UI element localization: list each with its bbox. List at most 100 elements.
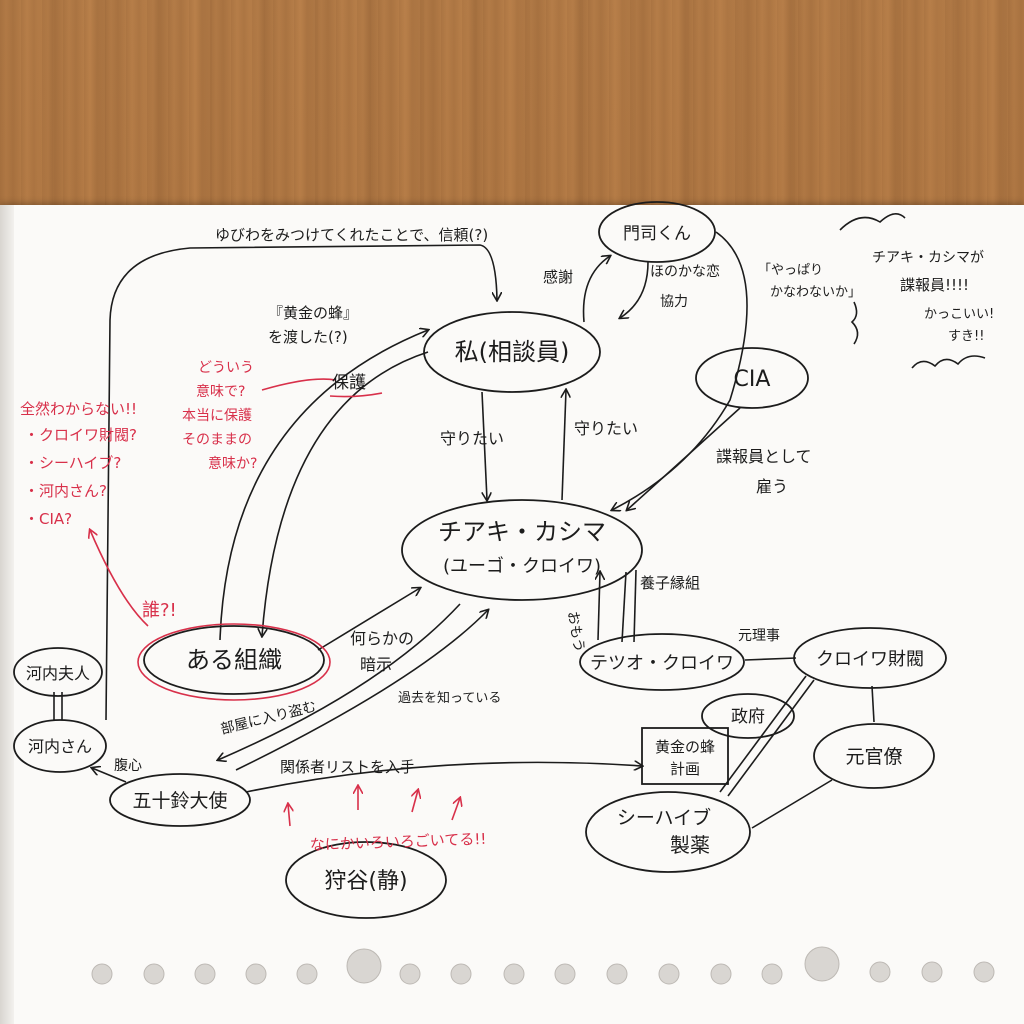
edge-hogo-note [261, 378, 337, 391]
node-aru-soshiki-red-ring [137, 623, 331, 701]
edge-zaibatsu-seahive-1 [719, 675, 807, 793]
binder-hole [503, 963, 525, 985]
binder-hole [194, 963, 216, 985]
red-hogo-note-2: 意味で? [196, 383, 245, 400]
edge-tetsuo-to-chiaki-3 [633, 569, 637, 643]
edge-watashi-to-monji [582, 256, 610, 323]
binder-hole [91, 963, 113, 985]
binder-hole [921, 961, 943, 983]
label-cia-1: 諜報員として [716, 447, 812, 466]
edge-kanryo-seahive [751, 779, 833, 829]
label-cia: CIA [734, 367, 771, 392]
label-gave-1: 『黄金の蜂』 [268, 304, 358, 322]
node-karitani [285, 841, 447, 919]
binder-hole [710, 963, 732, 985]
label-omoto: おもう [564, 610, 587, 654]
nodes-layer [13, 201, 947, 919]
node-tetsuo [579, 633, 745, 691]
edge-watashi-to-chiaki [481, 391, 487, 500]
label-monji: 門司くん [623, 224, 691, 244]
binder-hole-large [346, 948, 382, 984]
label-honoka-1: ほのかな恋 [650, 263, 720, 280]
label-honoka-2: 協力 [660, 294, 688, 310]
label-aru-soshiki: ある組織 [186, 646, 282, 674]
label-yappari-1: 「やっぱり [758, 263, 823, 278]
red-question-4: ・河内さん? [24, 482, 107, 500]
bracket-mark [850, 301, 859, 345]
red-hogo-note-4: そのままの [182, 432, 252, 448]
binder-holes [91, 946, 995, 985]
label-chiaki-1: チアキ・カシマ [438, 518, 606, 546]
label-tetsuo: テツオ・クロイワ [590, 653, 734, 674]
node-seifu [701, 693, 795, 739]
edge-isuzu-to-keikaku [245, 762, 642, 793]
red-question-2: ・クロイワ財閥? [24, 426, 137, 444]
edge-zaibatsu-kanryo [871, 685, 875, 723]
red-question-3: ・シーハイブ? [24, 454, 121, 472]
swirl-bottom [911, 355, 986, 369]
binder-hole-large [804, 946, 840, 982]
edge-aru-to-watashi-gave [219, 330, 428, 641]
edge-isuzu-to-chiaki [235, 610, 488, 771]
binder-hole [869, 961, 891, 983]
notebook-page [0, 205, 1024, 1024]
label-seifu: 政府 [731, 707, 765, 727]
label-moto-kanryo: 元官僚 [845, 746, 902, 768]
label-kankei: 関係者リストを入手 [280, 758, 415, 776]
edge-tetsuo-zaibatsu [744, 657, 797, 661]
label-kawachi-san: 河内さん [28, 737, 92, 756]
label-seahive-2: 製薬 [670, 833, 710, 857]
note-top-right-3: かっこいい! [924, 307, 994, 322]
edge-zaibatsu-seahive-2 [727, 679, 815, 797]
node-kawachi-fujin [13, 647, 103, 697]
label-watashi: 私(相談員) [455, 338, 570, 366]
label-kako: 過去を知っている [398, 690, 501, 706]
edge-dare-to-questions [90, 530, 149, 627]
binder-hole [450, 963, 472, 985]
node-chiaki [401, 499, 643, 601]
red-question-5: ・CIA? [24, 510, 72, 528]
swirl-top [839, 213, 906, 231]
label-mamoritai-right: 守りたい [574, 419, 638, 438]
binder-hole [761, 963, 783, 985]
red-hogo-note-5: 意味か? [208, 455, 257, 472]
binder-hole [399, 963, 421, 985]
binder-hole [973, 961, 995, 983]
label-cia-2: 雇う [756, 477, 788, 496]
page-edge [0, 205, 14, 1024]
label-mamoritai-left: 守りたい [440, 429, 504, 448]
binder-hole [245, 963, 267, 985]
red-arrow-3 [412, 790, 418, 813]
label-ouji-keikaku-2: 計画 [670, 760, 700, 778]
label-fukushin: 腹心 [114, 757, 142, 774]
edges-layer [53, 213, 986, 829]
node-isuzu [109, 773, 251, 827]
binder-hole [606, 963, 628, 985]
note-top-right-4: すき!! [948, 329, 984, 344]
binder-hole [143, 963, 165, 985]
node-watashi [423, 311, 601, 393]
label-moto-rijicho: 元理事 [738, 628, 780, 644]
node-labels: 私(相談員) 門司くん CIA チアキ・カシマ (ユーゴ・クロイワ) ある組織 … [26, 224, 924, 894]
node-monji [598, 201, 716, 263]
note-top-right-2: 諜報員!!!! [900, 276, 969, 294]
red-arrow-4 [451, 798, 460, 821]
edge-aru-to-chiaki [317, 588, 420, 651]
label-yappari-2: かなわないか」 [770, 285, 861, 300]
label-seahive-1: シーハイブ [617, 806, 711, 829]
edge-labels: ゆびわをみつけてくれたことで、信頼(?) 『黄金の蜂』 を渡した(?) 保護 感… [114, 226, 861, 776]
edge-tetsuo-to-chiaki-2 [621, 571, 627, 643]
edge-chiaki-to-watashi [562, 390, 566, 501]
edge-cia-to-chiaki [627, 407, 741, 510]
note-top-right-1: チアキ・カシマが [872, 250, 984, 266]
label-isuzu: 五十鈴大使 [132, 790, 227, 812]
edge-isuzu-to-kawachi [92, 768, 127, 783]
node-cia [695, 347, 809, 409]
node-kawachi-san [13, 719, 107, 773]
label-nanraka-1: 何らかの [350, 629, 414, 648]
red-hogo-note-1: どういう [198, 360, 254, 376]
label-edge-top: ゆびわをみつけてくれたことで、信頼(?) [215, 226, 488, 244]
red-arrow-1 [288, 804, 290, 827]
label-karitani: 狩谷(静) [324, 869, 407, 894]
